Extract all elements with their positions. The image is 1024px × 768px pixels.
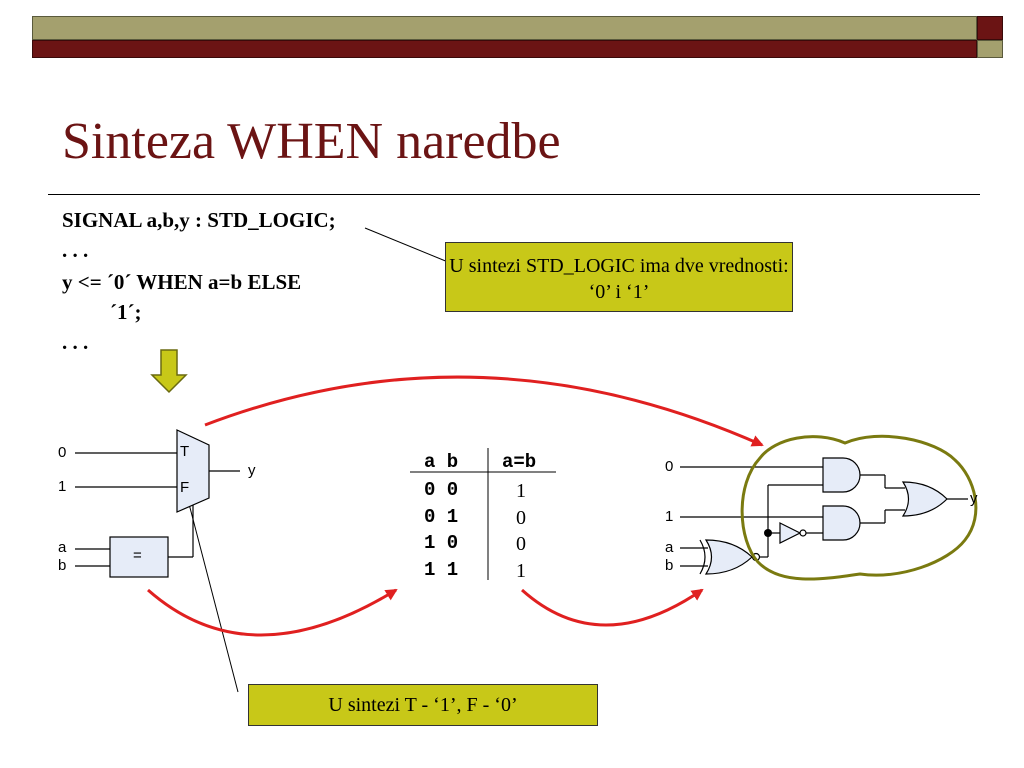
table-header-ab: a b	[424, 451, 459, 473]
callout-mux: U sintezi T - ‘1’, F - ‘0’	[248, 684, 598, 726]
slide-title: Sinteza WHEN naredbe	[62, 113, 561, 170]
callout-leader-mux	[187, 499, 239, 693]
gate-circuit	[680, 457, 968, 575]
flow-arrow-left	[147, 588, 398, 637]
header-corner-top	[977, 16, 1003, 40]
code-line-signal: SIGNAL a,b,y : STD_LOGIC;	[62, 208, 336, 232]
code-line-ellipsis-2: . . .	[62, 330, 89, 354]
code-line-else: ´1´;	[110, 300, 142, 324]
gate-output-label: y	[970, 490, 978, 507]
junction-dot	[764, 529, 772, 537]
cmp-a-label: a	[58, 539, 67, 556]
mux-circuit	[75, 429, 240, 578]
gate-input-b-label: b	[665, 557, 674, 574]
table-row-2-ab: 0 1	[424, 506, 459, 528]
down-arrow-icon	[150, 349, 188, 394]
callout-leader-std-logic	[364, 227, 449, 263]
inverter	[779, 522, 802, 544]
mux-input-0-label: 0	[58, 444, 67, 461]
table-row-1-ab: 0 0	[424, 479, 459, 501]
table-row-2-eq: 0	[516, 507, 526, 529]
flow-arrow-right	[520, 588, 704, 627]
code-line-ellipsis-1: . . .	[62, 238, 89, 262]
table-header-eq: a=b	[502, 451, 537, 473]
table-row-3-eq: 0	[516, 533, 526, 555]
highlight-outline	[740, 434, 978, 581]
header-bar-top	[32, 16, 977, 40]
table-row-1-eq: 1	[516, 480, 526, 502]
gate-input-1-label: 1	[665, 508, 674, 525]
mux-input-1-label: 1	[58, 478, 67, 495]
mux-symbol	[176, 429, 210, 513]
or-gate	[901, 481, 948, 517]
callout-std-logic: U sintezi STD_LOGIC ima dve vrednosti: ‘…	[445, 242, 793, 312]
cmp-b-label: b	[58, 557, 67, 574]
table-row-4-ab: 1 1	[424, 559, 459, 581]
comparator-label: =	[133, 547, 142, 564]
mux-output-label: y	[248, 462, 256, 479]
and-gate-bottom	[822, 505, 861, 541]
table-row-4-eq: 1	[516, 560, 526, 582]
mux-true-label: T	[180, 443, 190, 460]
xnor-gate	[704, 539, 753, 575]
gate-input-0-label: 0	[665, 458, 674, 475]
comparator-box	[109, 536, 169, 578]
code-line-when: y <= ´0´ WHEN a=b ELSE	[62, 270, 302, 294]
xnor-back-arc	[699, 539, 706, 575]
table-row-3-ab: 1 0	[424, 532, 459, 554]
header-bar-bottom	[32, 40, 977, 58]
gate-input-a-label: a	[665, 539, 674, 556]
header-corner-bottom	[977, 40, 1003, 58]
and-gate-top	[822, 457, 861, 493]
title-divider	[48, 194, 980, 195]
flow-arrow-top	[204, 375, 764, 447]
mux-false-label: F	[180, 479, 190, 496]
